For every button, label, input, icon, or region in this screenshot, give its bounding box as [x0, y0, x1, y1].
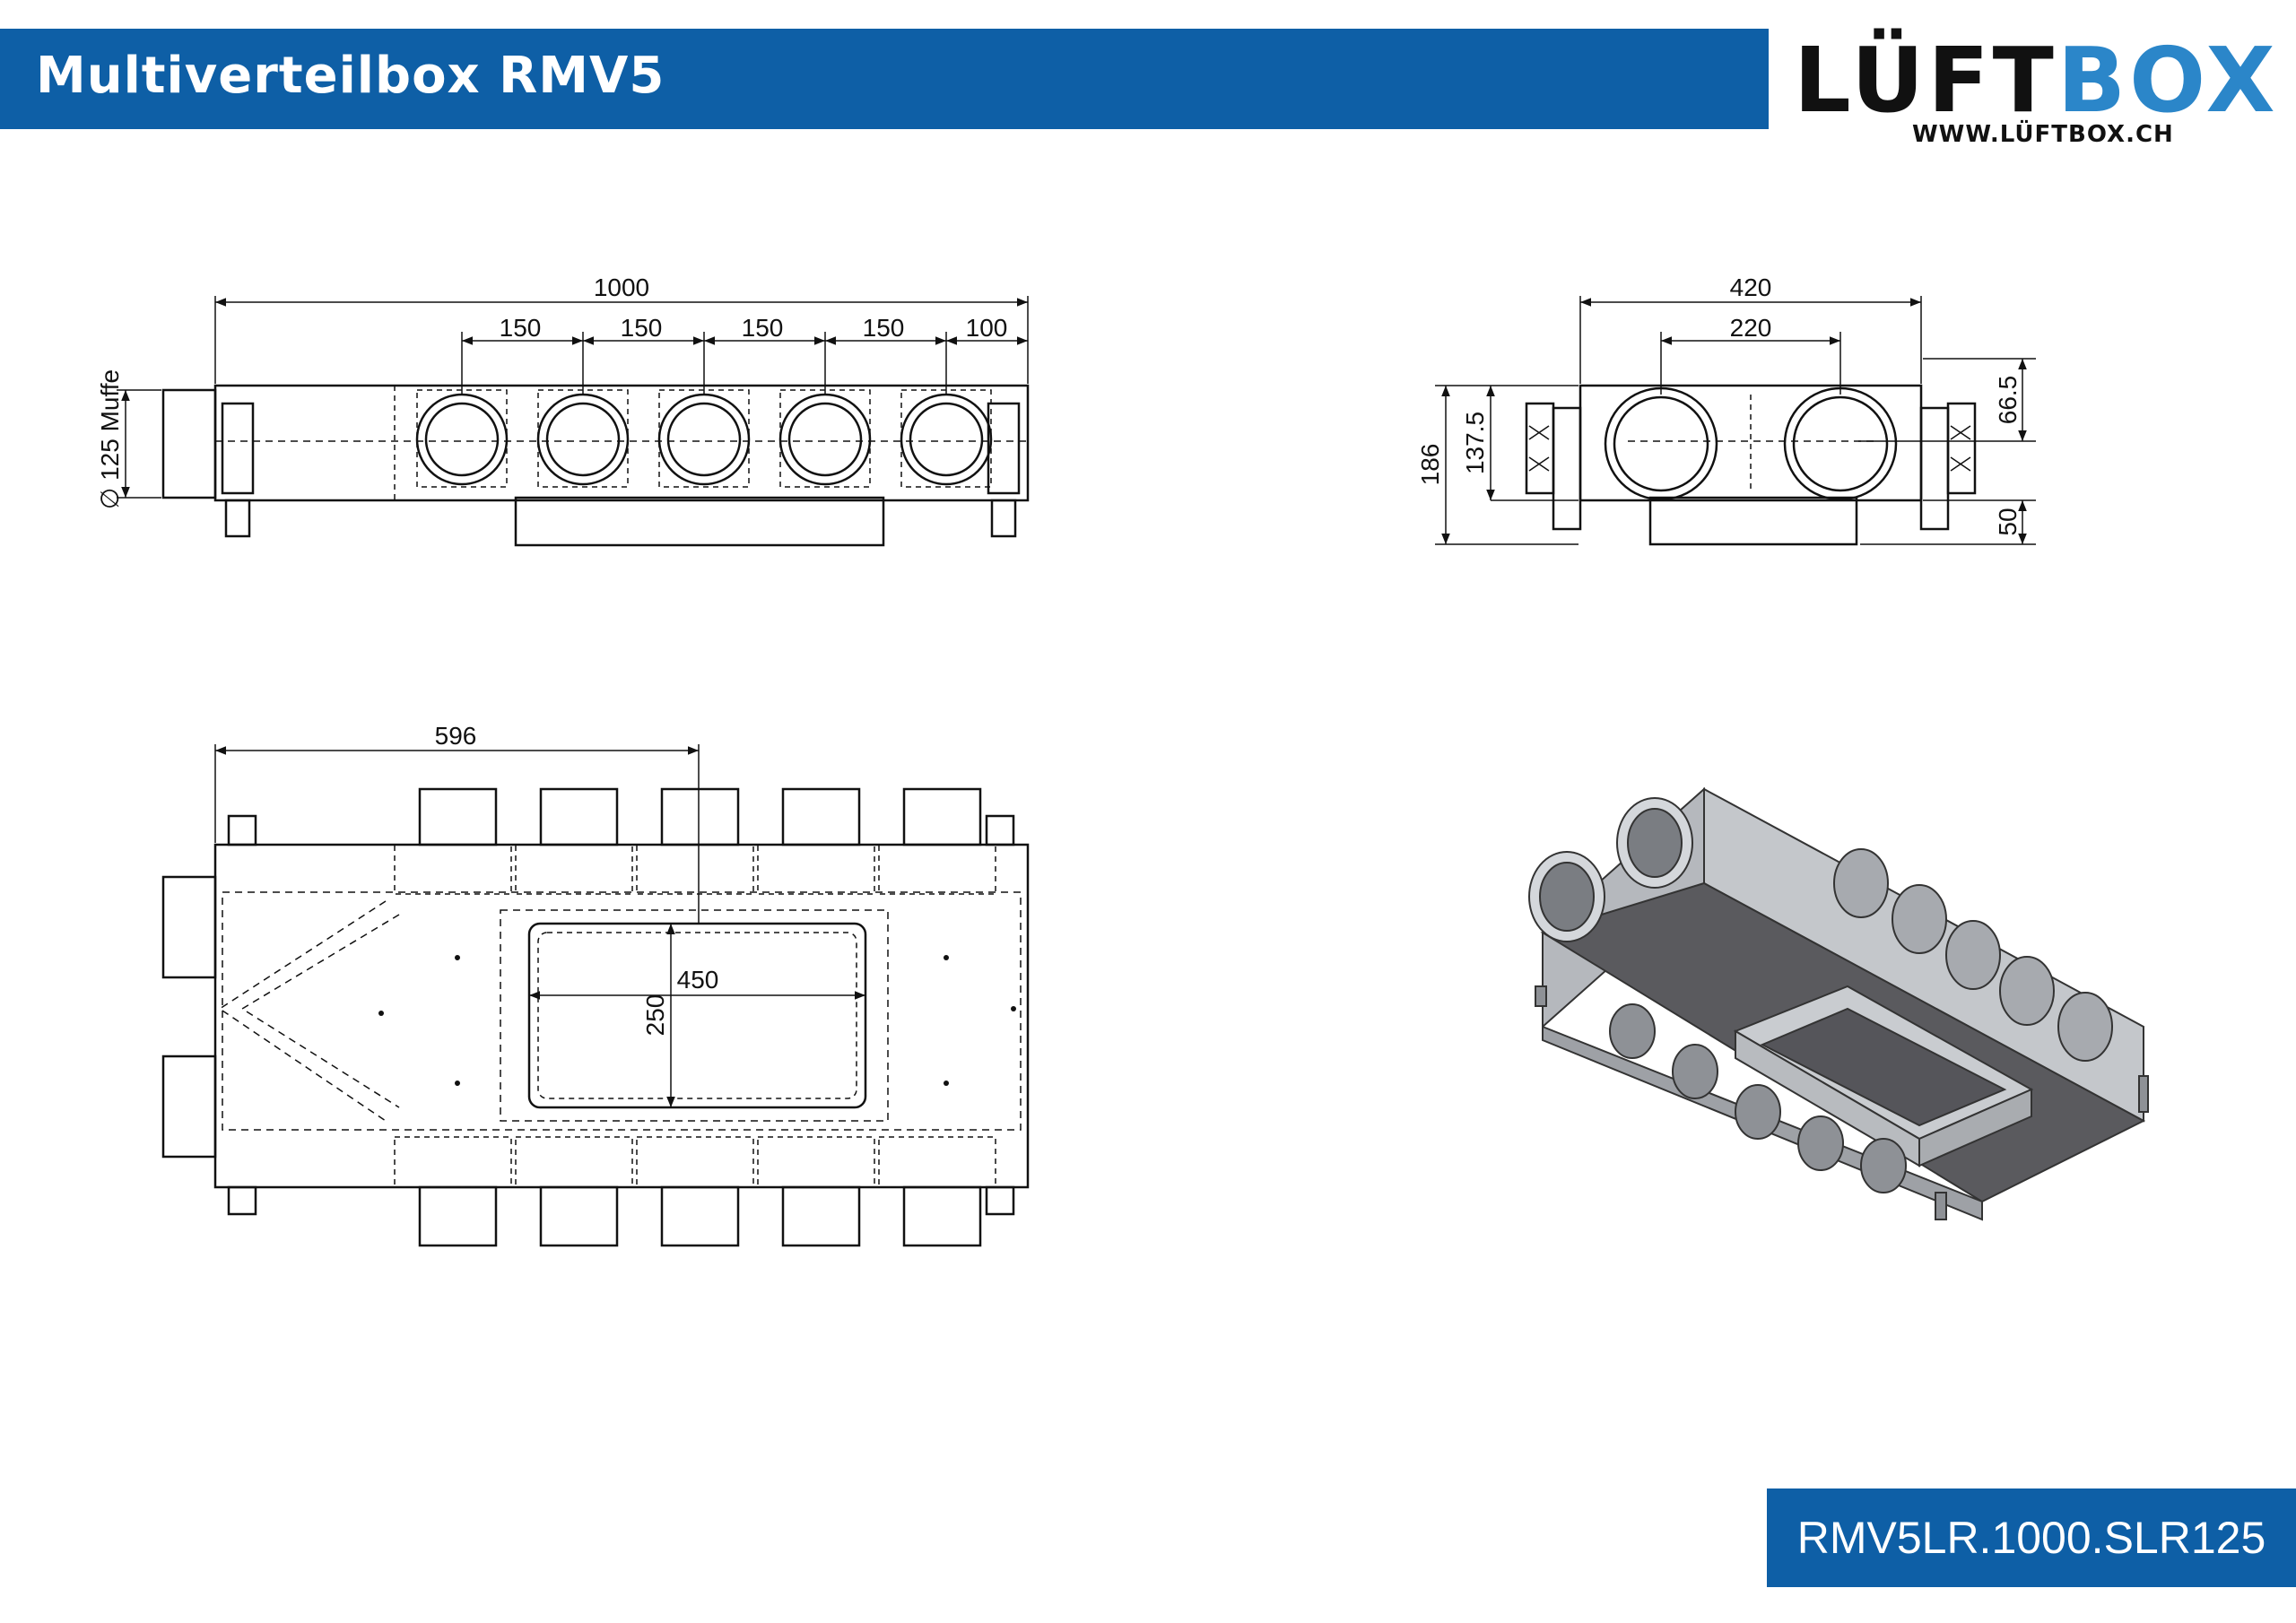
dim-front-spacing-1: 150: [500, 314, 542, 342]
title-bar: Multiverteilbox RMV5: [0, 29, 1769, 129]
logo-wordmark: LÜFTBOX: [1794, 36, 2279, 126]
iso-inlets: [1528, 797, 1693, 942]
dim-side-base: 50: [1994, 508, 2022, 535]
dim-front-spacing-2: 150: [621, 314, 663, 342]
dim-front-spacing-3: 150: [742, 314, 784, 342]
dim-socket-label: ∅ 125 Muffe: [96, 369, 124, 509]
side-view: [1525, 384, 1977, 546]
front-dimensions: 1000 150 150 150 150 100 ∅ 125 Muffe: [96, 273, 1029, 509]
product-code: RMV5LR.1000.SLR125: [1796, 1513, 2266, 1563]
top-view-lower-tabs: [394, 1136, 996, 1247]
dim-front-spacing-4: 150: [863, 314, 905, 342]
dim-side-width: 420: [1730, 273, 1772, 301]
logo-url: WWW.LÜFTBOX.CH: [1912, 121, 2174, 148]
page-title: Multiverteilbox RMV5: [36, 47, 665, 105]
front-view: [161, 384, 1030, 547]
logo-word-part2: BOX: [2057, 28, 2279, 133]
dim-top-opening-width: 450: [677, 966, 719, 994]
top-view-upper-tabs: [394, 787, 996, 895]
dim-side-height: 186: [1416, 444, 1444, 486]
side-dimensions: 420 220 186 137.5 66.5 50: [1416, 273, 2036, 545]
dim-front-total: 1000: [594, 273, 649, 301]
iso-outlets-front: [1609, 1003, 1907, 1193]
dim-front-spacing-5: 100: [966, 314, 1008, 342]
dim-side-inner: 220: [1730, 314, 1772, 342]
logo-word-part1: LÜFT: [1794, 28, 2057, 133]
iso-outlets-back: [1833, 848, 2113, 1062]
isometric-view: [1528, 786, 2149, 1221]
dim-side-mid-height: 137.5: [1461, 412, 1489, 474]
top-dimensions: 596 450 250: [214, 722, 865, 1107]
dim-side-top: 66.5: [1994, 376, 2022, 425]
top-view: [161, 787, 1030, 1247]
product-code-box: RMV5LR.1000.SLR125: [1767, 1488, 2296, 1587]
front-outlets: [415, 389, 993, 488]
dim-top-opening-height: 250: [641, 994, 669, 1037]
dim-top-offset: 596: [435, 722, 477, 750]
brand-logo: LÜFTBOX WWW.LÜFTBOX.CH: [1794, 36, 2278, 152]
